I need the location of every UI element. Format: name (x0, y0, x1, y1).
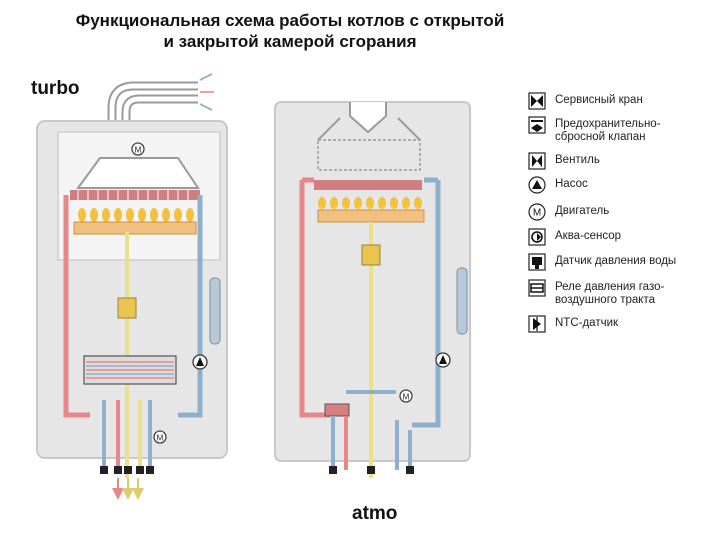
diagram-title: Функциональная схема работы котлов с отк… (30, 10, 550, 52)
legend-label: Датчик давления воды (555, 255, 677, 267)
legend-label: Предохранительно- сбросной клапан (555, 118, 661, 143)
pump-icon (528, 176, 546, 194)
legend-item-ntc-sensor: NTC-датчик (528, 315, 713, 339)
svg-text:M: M (157, 434, 164, 443)
turbo-service-valves (100, 466, 154, 474)
atmo-cold-return-line (412, 180, 441, 428)
turbo-flue-pipes (107, 73, 214, 135)
legend-item-service-valve: Сервисный кран (528, 92, 713, 116)
title-line-1: Функциональная схема работы котлов с отк… (75, 11, 505, 30)
legend-label: Аква-сенсор (555, 230, 622, 242)
legend-label: Вентиль (555, 154, 600, 166)
legend-label: Насос (555, 178, 588, 190)
atmo-burner-flames (318, 197, 422, 209)
legend-item-safety-relief-valve: Предохранительно- сбросной клапан (528, 116, 713, 152)
turbo-label: turbo (31, 78, 80, 99)
turbo-burner (73, 221, 197, 235)
turbo-heat-exchanger (70, 190, 200, 200)
aqua-sensor-icon (528, 228, 546, 246)
turbo-hood (76, 157, 200, 189)
atmo-draft-diverter (349, 102, 387, 134)
turbo-expansion-tank (209, 277, 221, 345)
atmo-expansion-tank (456, 267, 468, 335)
legend-item-motor: M Двигатель (528, 203, 713, 228)
service-valve-icon (528, 92, 546, 110)
legend-item-pump: Насос (528, 176, 713, 203)
legend: Сервисный кран Предохранительно- сбросно… (528, 92, 713, 339)
legend-item-water-pressure-sensor: Датчик давления воды (528, 253, 713, 279)
atmo-service-valves (329, 466, 414, 474)
atmo-boiler: M (274, 101, 471, 478)
turbo-hot-supply-line (63, 195, 90, 418)
atmo-burner (317, 209, 425, 223)
legend-label: Реле давления газо- воздушного тракта (555, 281, 665, 306)
safety-relief-valve-icon (528, 116, 546, 134)
turbo-gas-valve (117, 297, 137, 319)
atmo-heat-exchanger (314, 180, 422, 190)
svg-text:M: M (533, 208, 541, 219)
flue-arrow-icon (199, 103, 213, 111)
turbo-boiler: M (36, 73, 228, 500)
legend-item-gas-air-pressure-relay: Реле давления газо- воздушного тракта (528, 279, 713, 315)
svg-text:M: M (135, 146, 142, 155)
atmo-dhw-heat-exchanger (324, 403, 350, 417)
ntc-sensor-icon (528, 315, 546, 333)
legend-label: NTC-датчик (555, 317, 619, 329)
atmo-label: atmo (352, 503, 398, 524)
turbo-fan-motor-icon (131, 142, 145, 156)
svg-text:M: M (403, 393, 410, 402)
legend-item-aqua-sensor: Аква-сенсор (528, 228, 713, 253)
atmo-hot-supply-line (299, 180, 330, 418)
turbo-valve-motor-icon (153, 430, 167, 444)
legend-label: Сервисный кран (555, 94, 643, 106)
turbo-cold-return-line (178, 195, 203, 418)
turbo-burner-flames (78, 208, 194, 222)
gas-air-pressure-relay-icon (528, 279, 546, 297)
legend-label: Двигатель (555, 205, 610, 217)
valve-icon (528, 152, 546, 170)
motor-icon: M (528, 203, 546, 221)
title-line-2: и закрытой камерой сгорания (163, 32, 417, 51)
legend-item-valve: Вентиль (528, 152, 713, 176)
flue-arrow-icon (199, 73, 213, 81)
atmo-gas-valve (361, 244, 381, 266)
water-pressure-sensor-icon (528, 253, 546, 271)
atmo-valve-motor-icon (399, 389, 413, 403)
